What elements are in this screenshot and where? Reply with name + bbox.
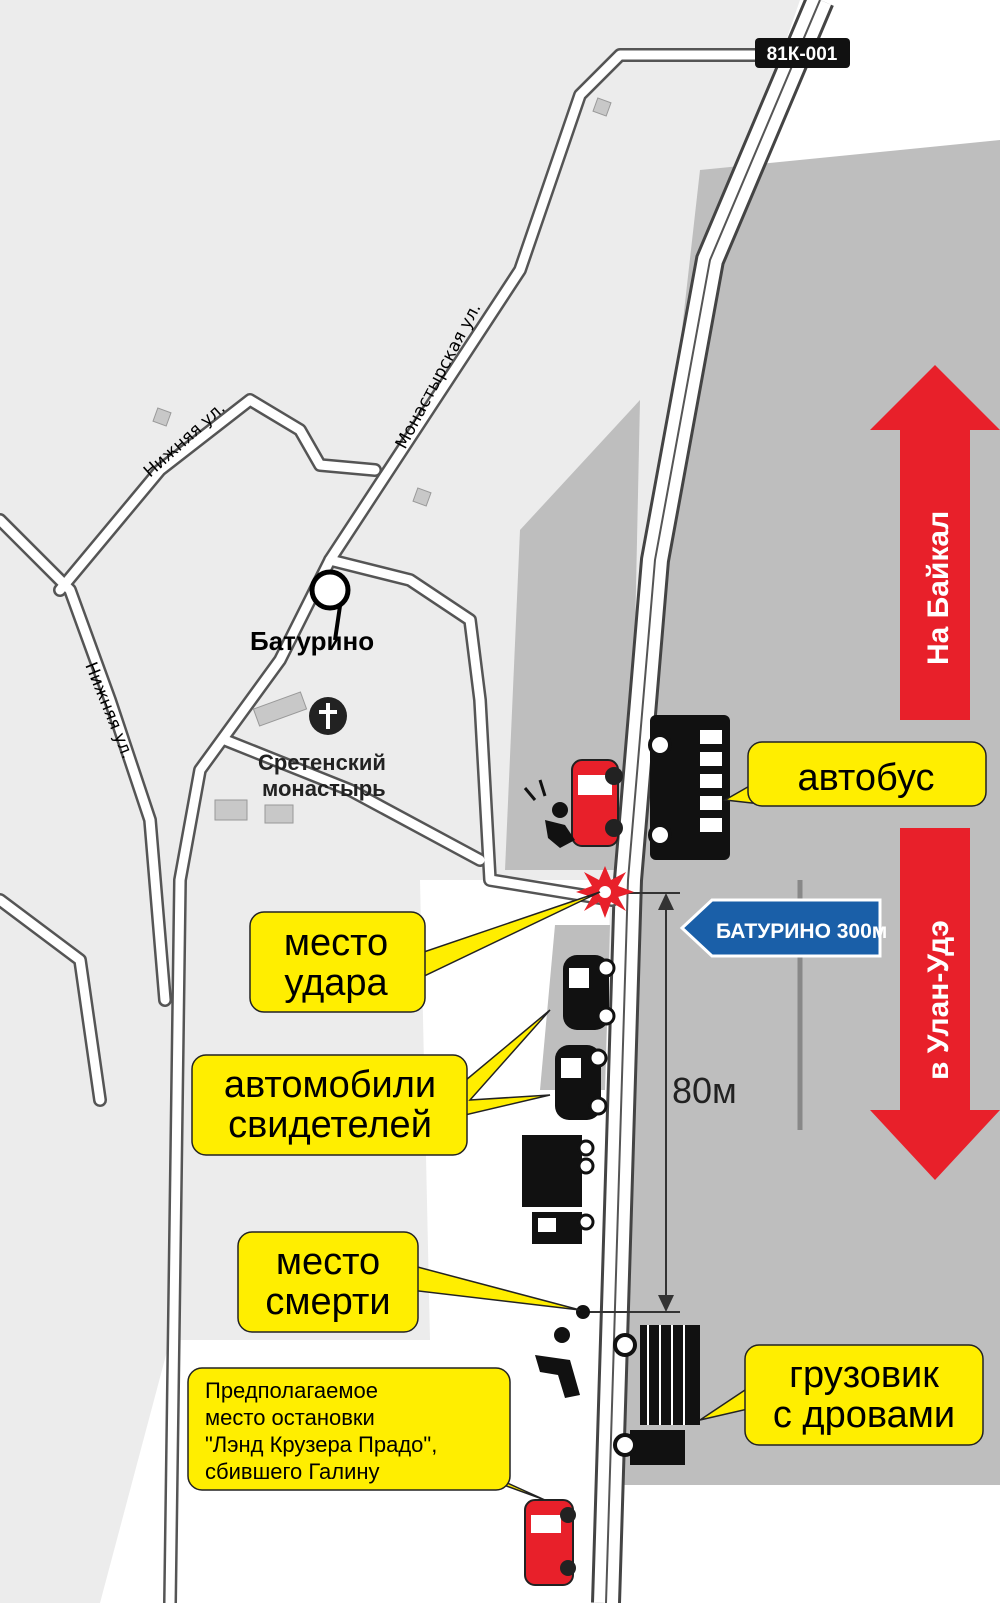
witness-car-2-icon — [555, 1045, 608, 1120]
callout-death — [237, 1231, 581, 1333]
timber-truck-icon — [613, 1325, 700, 1465]
death-point-icon — [576, 1305, 590, 1319]
village-pin-icon — [309, 569, 351, 641]
field-left-upper — [505, 400, 640, 870]
callout-truck-line2: с дровами — [773, 1394, 955, 1436]
callout-impact-line2: удара — [284, 962, 388, 1004]
fallen-person-icon — [535, 1327, 580, 1398]
bus-icon — [648, 715, 730, 860]
pedestrian-hit-icon — [523, 779, 575, 848]
callout-prado-line2: место остановки — [205, 1405, 375, 1430]
callout-prado — [187, 1367, 546, 1501]
callout-truck — [699, 1344, 984, 1446]
callout-prado-line3: "Лэнд Крузера Прадо", — [205, 1432, 437, 1457]
red-car-icon — [571, 759, 623, 847]
monastery-label-line2: монастырь — [262, 776, 386, 801]
callout-death-line1: место — [276, 1241, 380, 1283]
direction-down-label: в Улан-Удэ — [922, 920, 955, 1080]
distance-measure — [585, 892, 680, 1313]
arrow-down-icon — [870, 828, 1000, 1180]
village-roads — [0, 48, 777, 1603]
callout-death-line2: смерти — [265, 1281, 390, 1323]
callout-impact — [249, 891, 601, 1013]
callout-bus-text: автобус — [797, 757, 934, 799]
callout-witnesses — [191, 1009, 551, 1156]
callout-prado-line4: сбившего Галину — [205, 1459, 380, 1484]
road-number-text: 81К-001 — [767, 44, 838, 65]
callout-bus — [722, 741, 987, 807]
callout-witnesses-line1: автомобили — [224, 1064, 436, 1106]
callout-truck-line1: грузовик — [789, 1354, 939, 1396]
village-label: Батурино — [250, 626, 374, 656]
red-suv-icon — [524, 1499, 576, 1586]
witness-truck-icon — [522, 1135, 595, 1244]
church-cross-icon — [309, 697, 347, 735]
buildings — [152, 97, 612, 824]
highway-center-line — [605, 0, 821, 1603]
impact-burst-icon — [576, 866, 634, 918]
callout-prado-line1: Предполагаемое — [205, 1378, 378, 1403]
distance-sign-text: БАТУРИНО 300м — [716, 920, 887, 943]
distance-label: 80м — [672, 1070, 737, 1111]
arrow-up-icon — [870, 365, 1000, 720]
distance-road-sign — [679, 880, 882, 1130]
road-number-sign: 81К-001 — [755, 38, 850, 68]
callout-witnesses-line2: свидетелей — [228, 1104, 432, 1146]
callout-impact-line1: место — [284, 922, 388, 964]
witness-car-1-icon — [563, 955, 616, 1030]
direction-up-label: На Байкал — [922, 511, 955, 665]
monastery-label-line1: Сретенский — [258, 750, 386, 775]
